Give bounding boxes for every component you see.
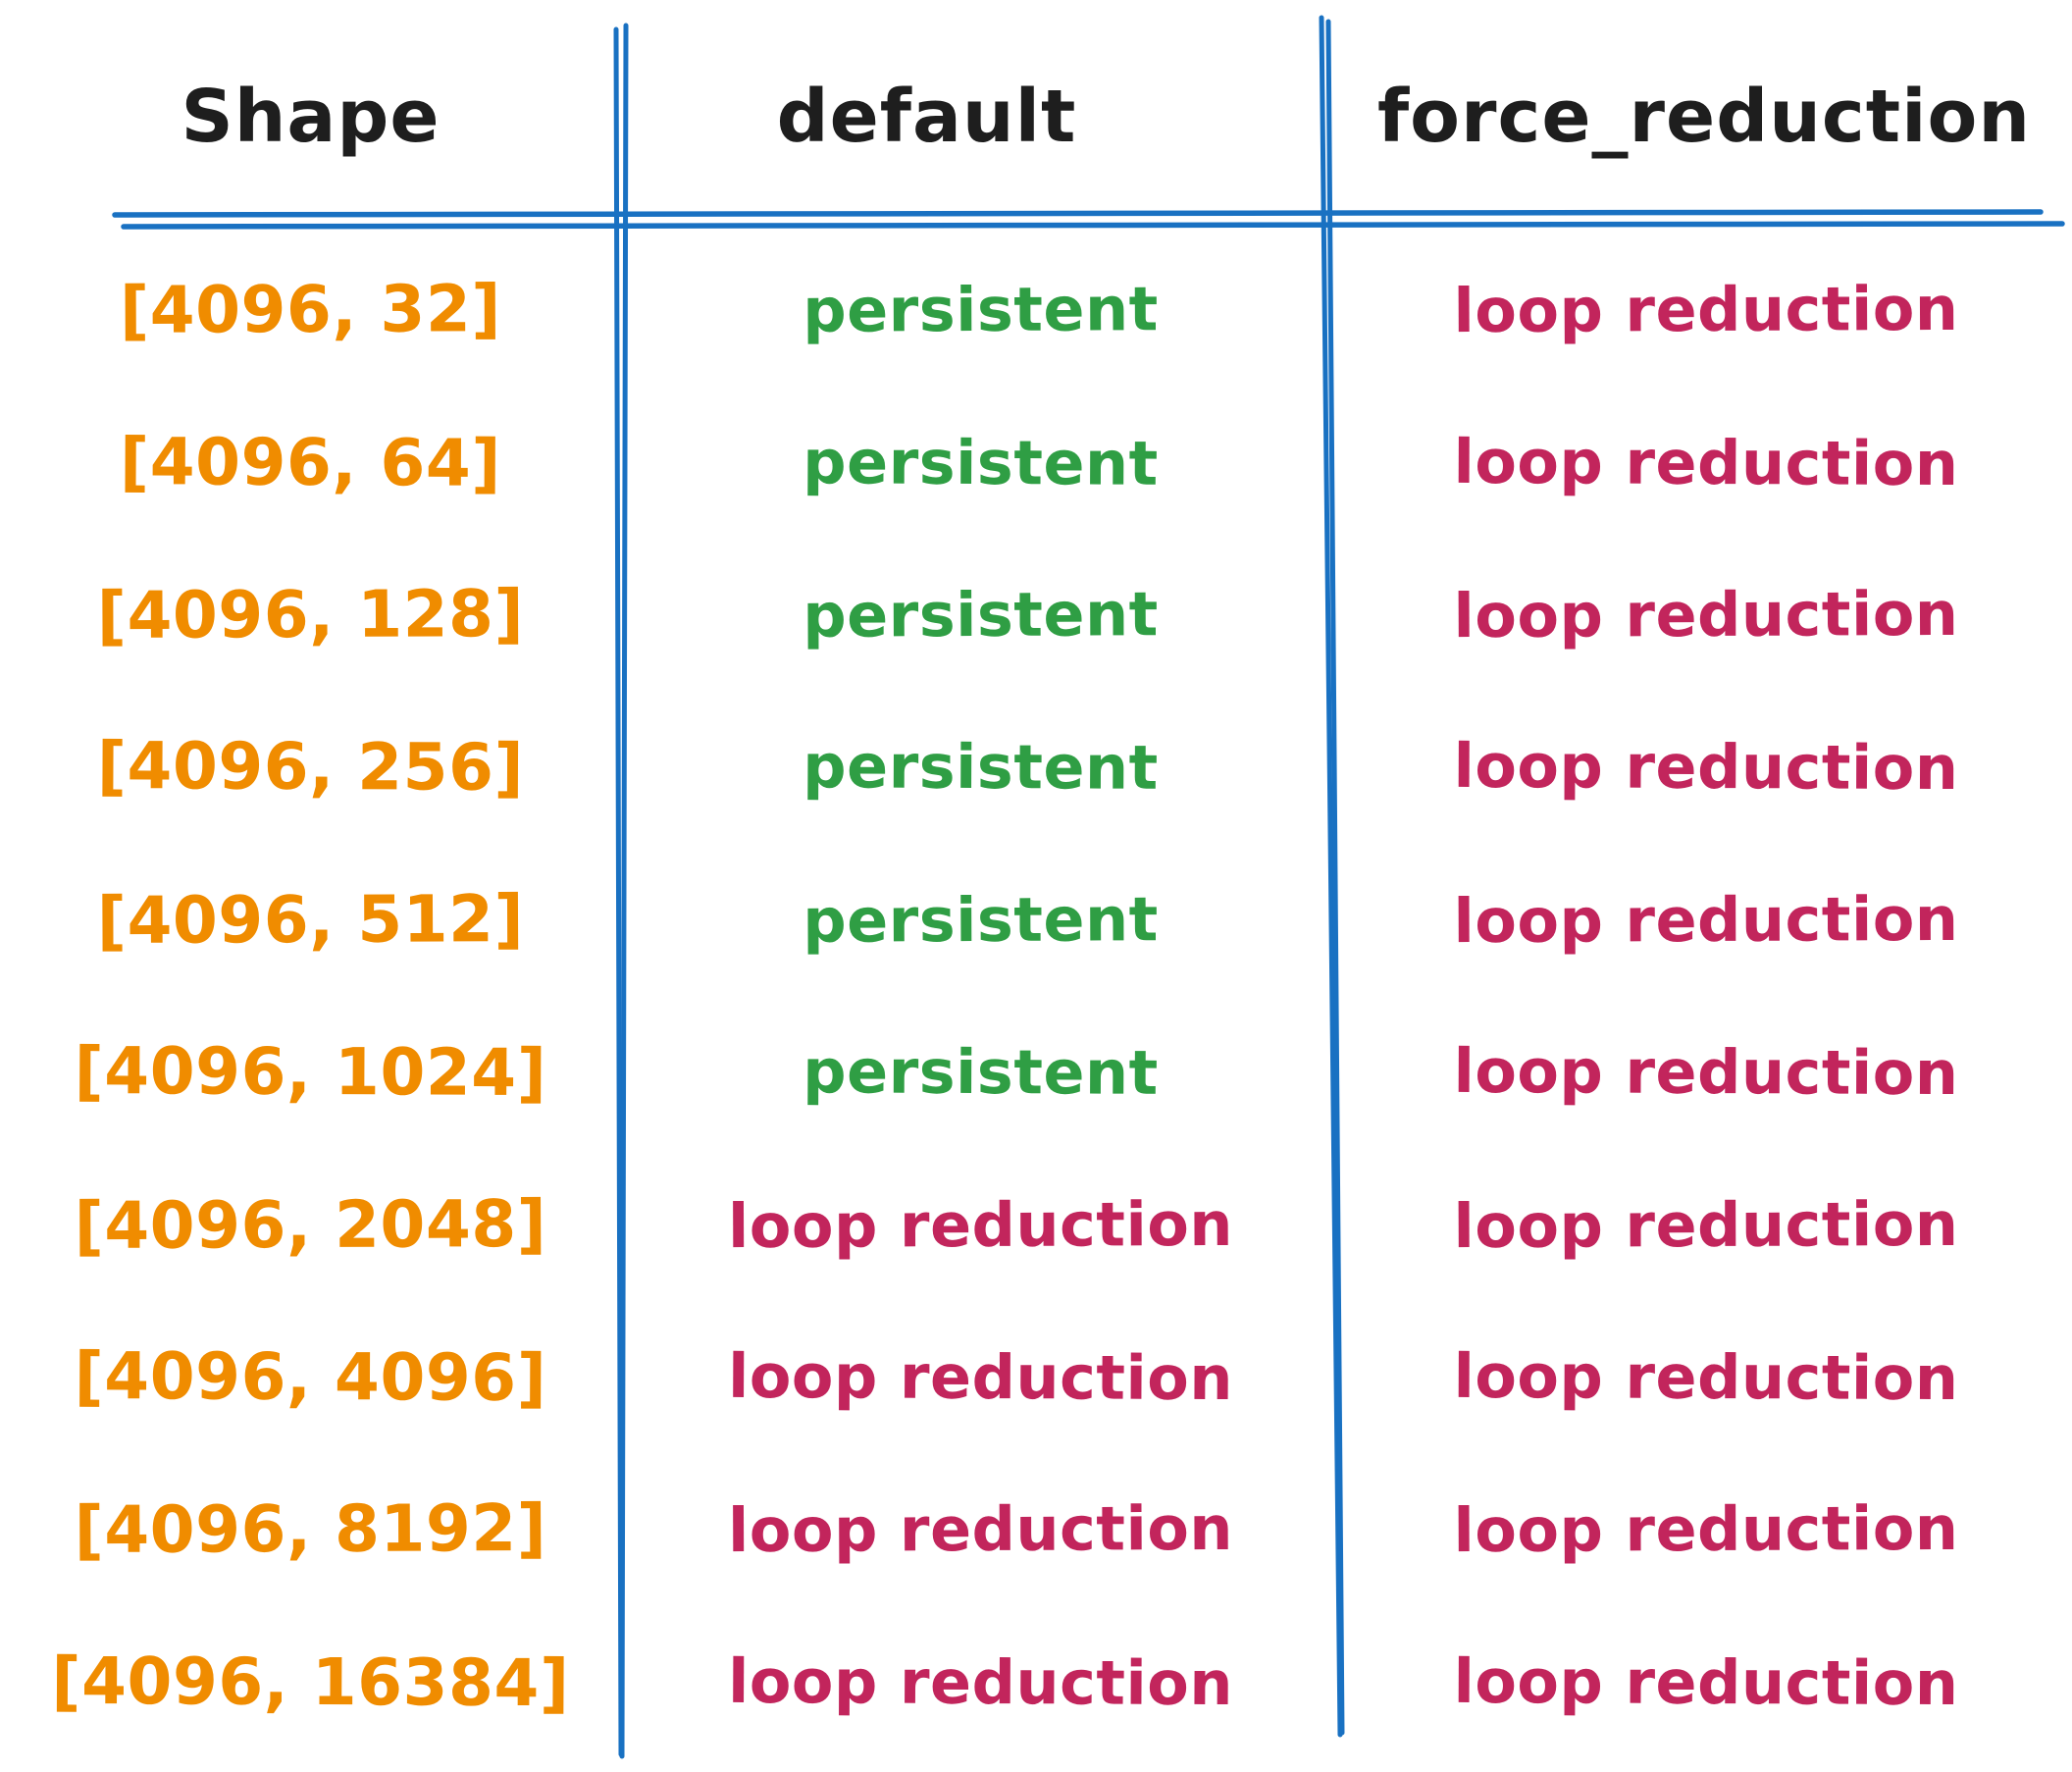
cell-shape: [4096, 1024]	[74, 1033, 547, 1112]
cell-force-reduction: loop reduction	[1453, 730, 1959, 805]
cell-shape: [4096, 8192]	[74, 1490, 547, 1569]
cell-shape: [4096, 4096]	[74, 1337, 547, 1417]
table-row: [4096, 64] persistent loop reduction	[0, 386, 2072, 538]
cell-default: loop reduction	[727, 1339, 1234, 1415]
cell-default: loop reduction	[727, 1492, 1234, 1567]
table-row: [4096, 16384] loop reduction loop reduct…	[0, 1606, 2072, 1758]
cell-force-reduction: loop reduction	[1453, 425, 1959, 499]
cell-shape: [4096, 16384]	[51, 1642, 570, 1721]
cell-force-reduction: loop reduction	[1453, 1492, 1959, 1567]
cell-force-reduction: loop reduction	[1453, 273, 1959, 347]
cell-shape: [4096, 32]	[119, 271, 502, 349]
column-header-shape: Shape	[181, 74, 440, 159]
vertical-divider-right-2	[1325, 19, 1345, 1736]
vertical-divider-left-2	[619, 23, 629, 1759]
column-header-force-reduction: force_reduction	[1376, 74, 2032, 159]
cell-shape: [4096, 512]	[96, 880, 525, 959]
cell-default: persistent	[803, 273, 1159, 346]
cell-default: loop reduction	[727, 1187, 1234, 1262]
cell-force-reduction: loop reduction	[1453, 882, 1959, 957]
cell-default: persistent	[803, 882, 1159, 957]
cell-shape: [4096, 2048]	[74, 1185, 547, 1264]
cell-default: persistent	[803, 425, 1159, 499]
cell-force-reduction: loop reduction	[1453, 1644, 1959, 1719]
cell-shape: [4096, 256]	[96, 728, 525, 807]
cell-force-reduction: loop reduction	[1453, 1187, 1959, 1262]
table-row: [4096, 256] persistent loop reduction	[0, 691, 2072, 843]
table-row: [4096, 8192] loop reduction loop reducti…	[0, 1453, 2072, 1605]
vertical-divider-left-1	[613, 26, 624, 1757]
cell-default: loop reduction	[727, 1644, 1234, 1719]
header-underline-2	[121, 221, 2065, 230]
cell-force-reduction: loop reduction	[1453, 577, 1959, 652]
cell-default: persistent	[803, 1035, 1159, 1109]
cell-force-reduction: loop reduction	[1453, 1339, 1959, 1415]
header-underline-1	[112, 209, 2044, 218]
table-row: [4096, 1024] persistent loop reduction	[0, 996, 2072, 1148]
table-body: [4096, 32] persistent loop reduction [40…	[0, 234, 2072, 1758]
table-header-row: Shape default force_reduction	[0, 0, 2072, 215]
cell-default: persistent	[803, 730, 1159, 805]
table-row: [4096, 4096] loop reduction loop reducti…	[0, 1301, 2072, 1453]
cell-shape: [4096, 128]	[96, 576, 525, 653]
table-row: [4096, 2048] loop reduction loop reducti…	[0, 1148, 2072, 1300]
table-row: [4096, 32] persistent loop reduction	[0, 234, 2072, 386]
cell-force-reduction: loop reduction	[1453, 1035, 1959, 1110]
column-header-default: default	[776, 74, 1077, 159]
cell-default: persistent	[803, 578, 1159, 651]
vertical-divider-right-1	[1319, 15, 1343, 1738]
table-row: [4096, 512] persistent loop reduction	[0, 844, 2072, 996]
table-row: [4096, 128] persistent loop reduction	[0, 539, 2072, 691]
cell-shape: [4096, 64]	[119, 423, 502, 501]
